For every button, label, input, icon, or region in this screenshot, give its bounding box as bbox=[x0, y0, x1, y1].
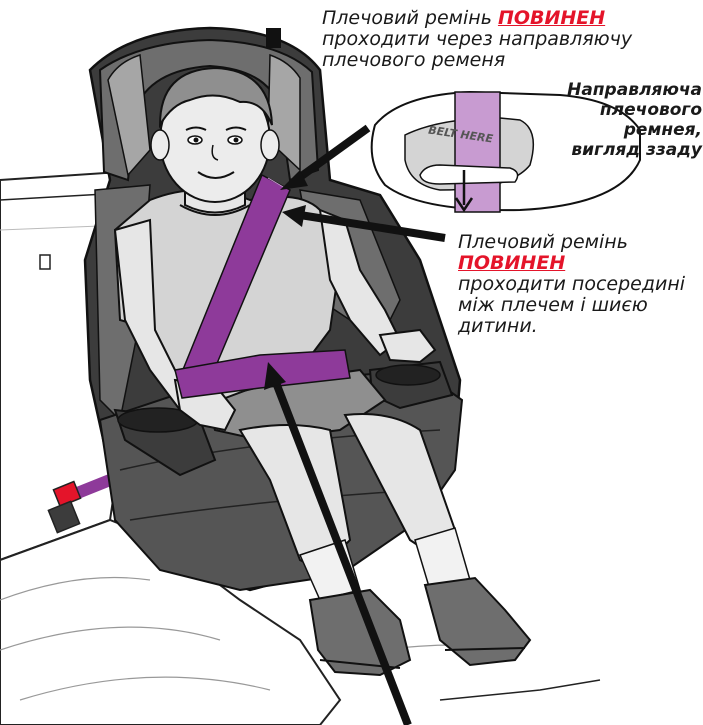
guide-line1: Направляюча bbox=[498, 80, 702, 100]
guide-line4: вигляд ззаду bbox=[498, 140, 702, 160]
belt-webbing-top bbox=[266, 28, 281, 48]
caption-right-part1: Плечовий ремінь bbox=[458, 231, 628, 253]
caption-shoulder-position: Плечовий ремінь ПОВИНЕН проходити посере… bbox=[458, 232, 693, 337]
caption-shoulder-guide: Плечовий ремінь ПОВИНЕН проходити через … bbox=[322, 8, 662, 71]
caption-top-part2: проходити через направляючу плечового ре… bbox=[322, 28, 632, 71]
caption-top-warning: ПОВИНЕН bbox=[498, 7, 605, 29]
caption-top-part1: Плечовий ремінь bbox=[322, 7, 492, 29]
caption-right-warning: ПОВИНЕН bbox=[458, 252, 565, 274]
caption-right-part2: проходити посередині між плечем і шиєю д… bbox=[458, 273, 685, 337]
caption-guide-rear-view: Направляюча плечового ремнея, вигляд зза… bbox=[498, 80, 702, 160]
guide-line3: ремнея, bbox=[498, 120, 702, 140]
guide-line2: плечового bbox=[498, 100, 702, 120]
